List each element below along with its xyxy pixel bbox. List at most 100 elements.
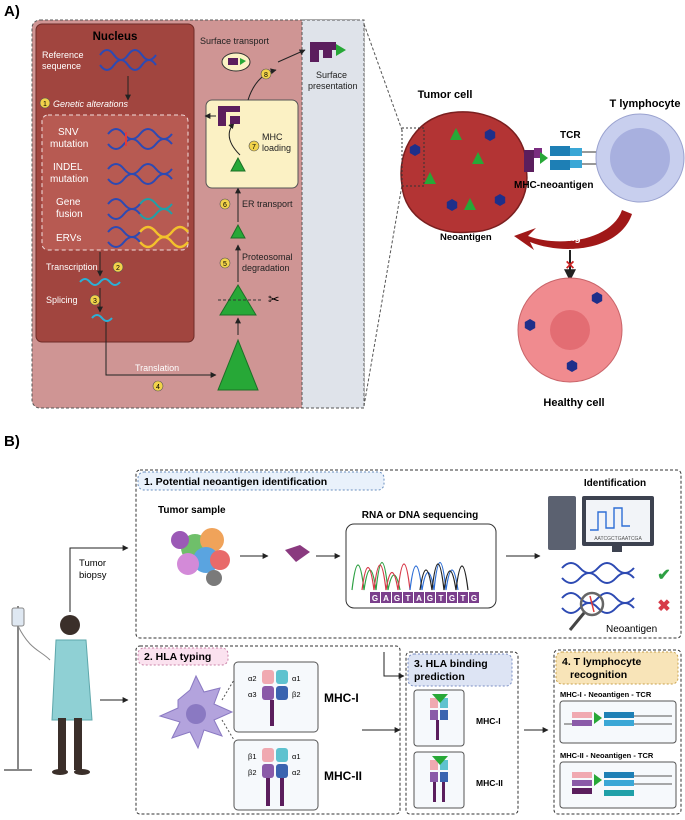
magnifier-icon	[568, 591, 605, 631]
step-badge-7	[248, 140, 260, 152]
sequence-letter: T	[406, 594, 411, 603]
t-lymphocyte-nucleus	[610, 128, 670, 188]
proteosomal-label: Proteosomal degradation	[242, 252, 295, 273]
healthy-cell-nucleus	[550, 310, 590, 350]
step-badge-5	[219, 257, 231, 269]
tumor-cell	[400, 111, 528, 234]
mhc1-label: MHC-I	[324, 691, 359, 705]
dna-fusion-icon	[107, 198, 173, 220]
dna-indel-icon	[107, 163, 173, 185]
sequence-letter-chip	[425, 592, 435, 603]
step-badge-1	[39, 97, 51, 109]
step-badge-2	[112, 261, 124, 273]
svg-text:5: 5	[223, 261, 227, 268]
surface-presentation-label: Surface presentation	[308, 70, 358, 91]
dendritic-cell-icon	[158, 674, 234, 750]
sequence-letter-chip	[414, 592, 424, 603]
box4-row2-label: MHC-II - Neoantigen - TCR	[560, 751, 654, 760]
tcr-label: TCR	[560, 130, 581, 141]
neoantigen-label-a: Neoantigen	[440, 232, 492, 243]
chromatogram-traces	[351, 562, 469, 591]
protein-icon	[217, 338, 259, 391]
svg-text:4: 4	[156, 384, 160, 391]
blocked-x-icon: ×	[565, 257, 574, 274]
sequence-letter-chip	[436, 592, 446, 603]
single-cell-icon	[285, 545, 310, 562]
panel-b-label: B)	[4, 433, 20, 450]
sequence-letter: T	[461, 594, 466, 603]
surface-transport-label: Surface transport	[200, 36, 270, 46]
sequence-letter: G	[427, 594, 433, 603]
box3-mhc1-label: MHC-I	[476, 716, 501, 726]
snv-label: SNV mutation	[50, 127, 88, 150]
identification-label: Identification	[584, 478, 646, 489]
sequence-letter-chip	[447, 592, 457, 603]
transcription-label: Transcription	[46, 262, 98, 272]
sequence-letter-chip	[381, 592, 391, 603]
mhc1-chain-labels: α2 α1 α3 β2	[248, 674, 303, 699]
cross-icon: ✖	[657, 598, 670, 615]
svg-text:6: 6	[223, 202, 227, 209]
svg-text:8: 8	[264, 72, 268, 79]
computer-icon	[548, 496, 654, 552]
dna-reference-icon	[99, 49, 157, 71]
er-transport-label: ER transport	[242, 199, 293, 209]
sequence-letter-chip	[403, 592, 413, 603]
reference-sequence-label: Reference sequence	[42, 50, 86, 71]
step-badge-8	[260, 68, 272, 80]
box3-title-pill	[407, 653, 513, 687]
mhc2-label: MHC-II	[324, 769, 362, 783]
translation-label: Translation	[135, 363, 179, 373]
box4-complex1-icon	[564, 712, 672, 726]
box4-row1-label: MHC-I - Neoantigen - TCR	[560, 690, 652, 699]
box2-title: 2. HLA typing	[144, 651, 211, 663]
splicing-label: Splicing	[46, 295, 78, 305]
neoantigen-label-b: Neoantigen	[606, 624, 657, 635]
sequence-letter: G	[372, 594, 378, 603]
sequence-letter: T	[439, 594, 444, 603]
membrane-band	[301, 19, 365, 409]
svg-text:1: 1	[43, 101, 47, 108]
er-peptide-icon	[230, 156, 246, 172]
killing-arrow	[514, 210, 632, 250]
killing-label: Killing	[550, 233, 581, 244]
sequence-letter: G	[394, 594, 400, 603]
box4-title: 4. T lymphocyte recognition	[562, 656, 644, 681]
surface-mhc-icon	[310, 42, 346, 62]
sequence-letter-chip	[469, 592, 479, 603]
mhc2-chain-labels: β1 α1 β2 α2	[248, 752, 303, 777]
ervs-label: ERVs	[56, 233, 81, 244]
svg-text:7: 7	[252, 144, 256, 151]
step-badge-6	[219, 198, 231, 210]
box3-mhc2-label: MHC-II	[476, 778, 503, 788]
box3-mhc2-icon	[430, 756, 448, 802]
panel-a-label: A)	[4, 3, 20, 20]
box3-mhc1-panel	[413, 689, 465, 747]
sequence-letter-chip	[392, 592, 402, 603]
sequence-letter: G	[449, 594, 455, 603]
tumor-biopsy-label: Tumor biopsy	[79, 558, 109, 581]
svg-text:3: 3	[93, 298, 97, 305]
dna-mutant-icon	[561, 592, 635, 614]
genetic-alterations-label: Genetic alterations	[53, 99, 129, 109]
step-badge-4	[152, 380, 164, 392]
svg-text:2: 2	[116, 265, 120, 272]
dna-erv-icon	[107, 225, 189, 249]
mrna-icon	[79, 278, 121, 286]
sequence-letter: A	[383, 594, 389, 603]
healthy-cell-label: Healthy cell	[543, 397, 604, 409]
dna-snv-icon	[107, 128, 173, 150]
mhc-molecule-icon	[218, 106, 240, 126]
scissors-icon: ✂	[268, 291, 280, 307]
dna-correct-icon	[561, 562, 635, 584]
box4-complex2-icon	[572, 772, 672, 796]
patient-icon	[4, 606, 93, 775]
chromatogram-frame	[345, 523, 497, 609]
box4-title-pill	[555, 651, 679, 685]
mhc2-molecule-icon	[262, 748, 288, 806]
t-lymphocyte-label: T lymphocyte	[610, 98, 681, 110]
sequence-letter: G	[471, 594, 477, 603]
tumor-sample-icon	[171, 528, 230, 586]
mhc-neoantigen-label: MHC-neoantigen	[514, 180, 593, 191]
